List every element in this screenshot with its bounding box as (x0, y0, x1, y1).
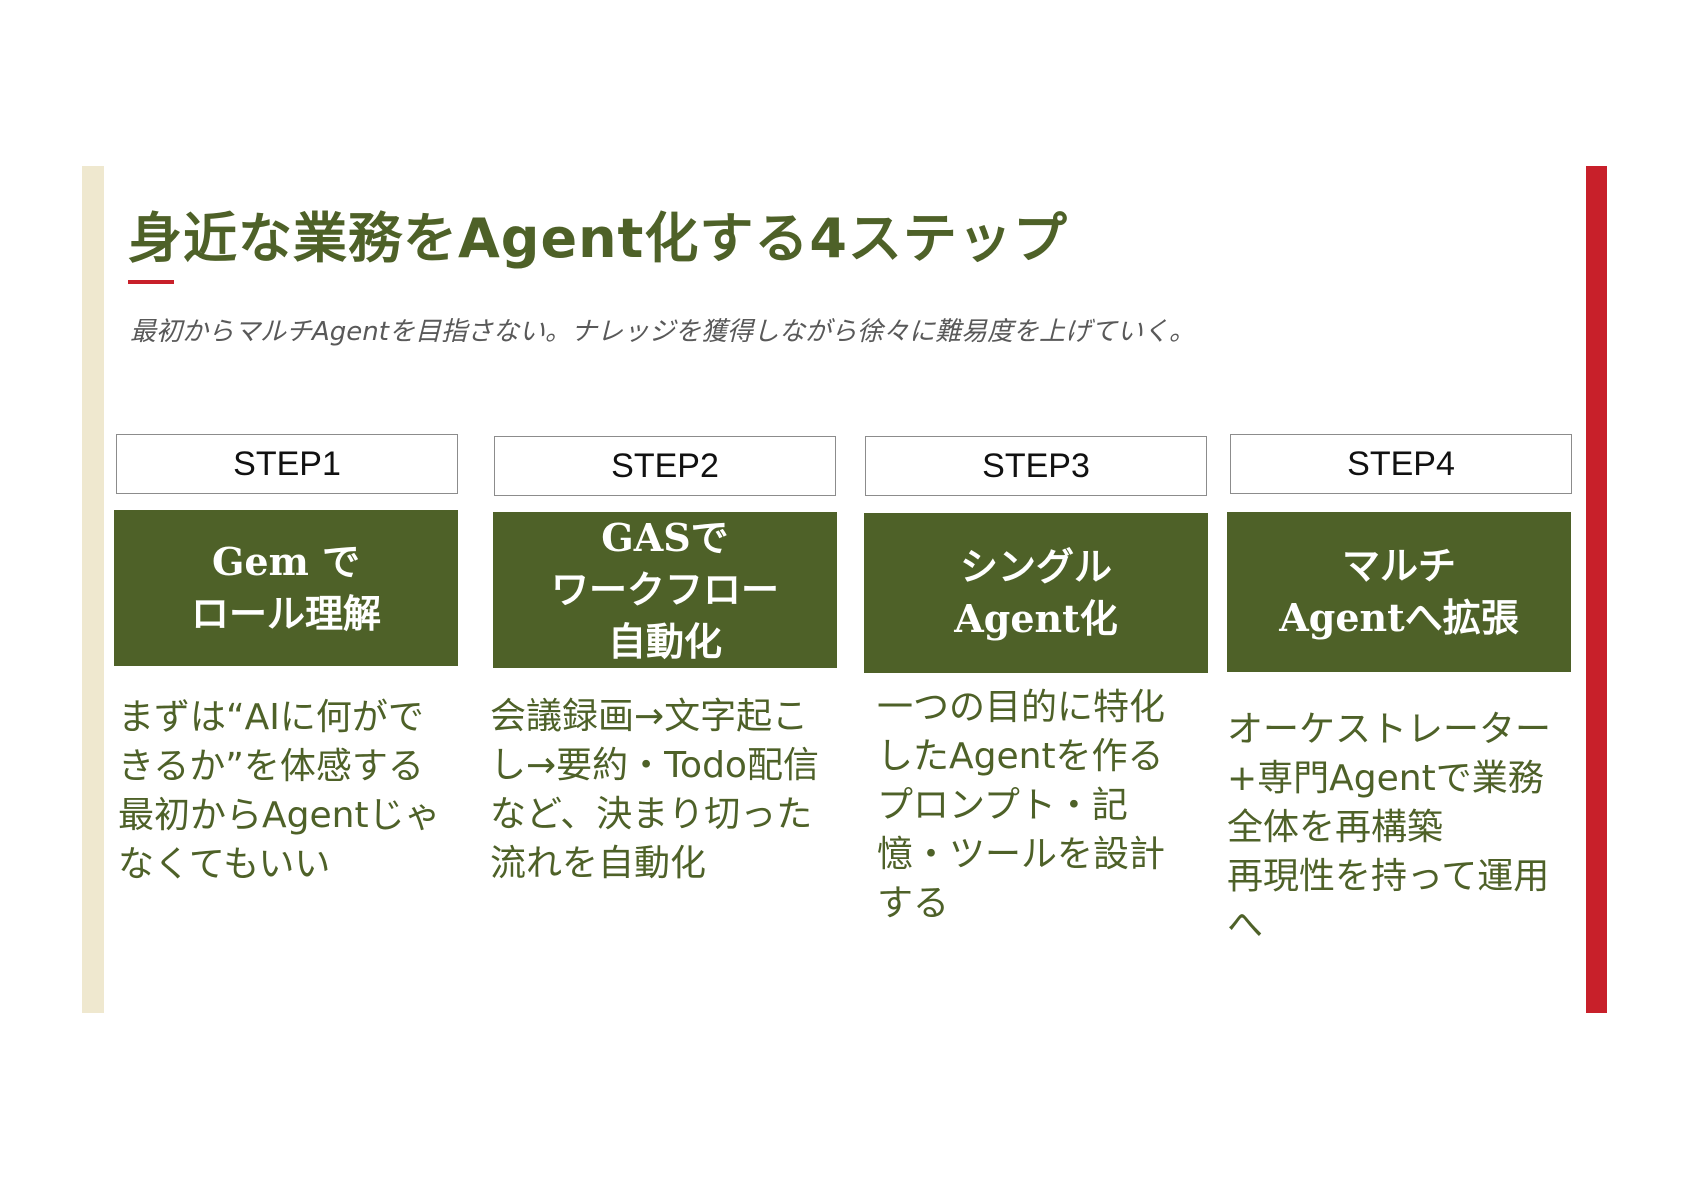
step3-label: STEP3 (865, 436, 1207, 496)
step1-desc-line: まずは“AIに何ができるか”を体感する (118, 697, 424, 787)
step3-title-line: Agent化 (954, 596, 1118, 641)
step2-description: 会議録画→文字起こし→要約・Todo配信など、決まり切った流れを自動化 (490, 692, 825, 888)
step1-title-box: Gem で ロール理解 (114, 510, 458, 666)
step1-description: まずは“AIに何ができるか”を体感する 最初からAgentじゃなくてもいい (118, 693, 453, 889)
step1-label: STEP1 (116, 434, 458, 494)
step1-desc-line: 最初からAgentじゃなくてもいい (118, 795, 441, 885)
left-accent-bar (82, 166, 104, 1013)
step2-title-line: GASで (601, 515, 729, 560)
step3-title-line: シングル (959, 544, 1112, 589)
step4-label: STEP4 (1230, 434, 1572, 494)
step2-title-box: GASで ワークフロー 自動化 (493, 512, 837, 668)
step4-desc-line: オーケストレーター+専門Agentで業務全体を再構築 (1227, 709, 1552, 848)
step2-title-line: ワークフロー (550, 567, 779, 612)
right-accent-bar (1586, 166, 1607, 1013)
step1-title-line: ロール理解 (190, 591, 381, 636)
step3-description: 一つの目的に特化したAgentを作る プロンプト・記憶・ツールを設計する (877, 683, 1197, 928)
step3-title-box: シングル Agent化 (864, 513, 1208, 673)
step4-title-line: マルチ (1341, 543, 1456, 588)
slide-title: 身近な業務をAgent化する4ステップ (128, 207, 1068, 270)
step4-description: オーケストレーター+専門Agentで業務全体を再構築 再現性を持って運用へ (1227, 705, 1567, 950)
step2-label: STEP2 (494, 436, 836, 496)
step4-desc-line: 再現性を持って運用へ (1227, 856, 1550, 946)
title-underline (128, 280, 174, 284)
slide-subtitle: 最初からマルチAgentを目指さない。ナレッジを獲得しながら徐々に難易度を上げて… (130, 317, 1195, 347)
step4-title-box: マルチ Agentへ拡張 (1227, 512, 1571, 672)
step3-desc-line: 一つの目的に特化したAgentを作る (877, 687, 1166, 777)
step1-title-line: Gem で (211, 539, 361, 584)
step3-desc-line: プロンプト・記憶・ツールを設計する (877, 785, 1166, 924)
step2-desc-line: 会議録画→文字起こし→要約・Todo配信など、決まり切った流れを自動化 (490, 696, 819, 884)
step4-title-line: Agentへ拡張 (1279, 595, 1519, 640)
step2-title-line: 自動化 (607, 619, 722, 664)
